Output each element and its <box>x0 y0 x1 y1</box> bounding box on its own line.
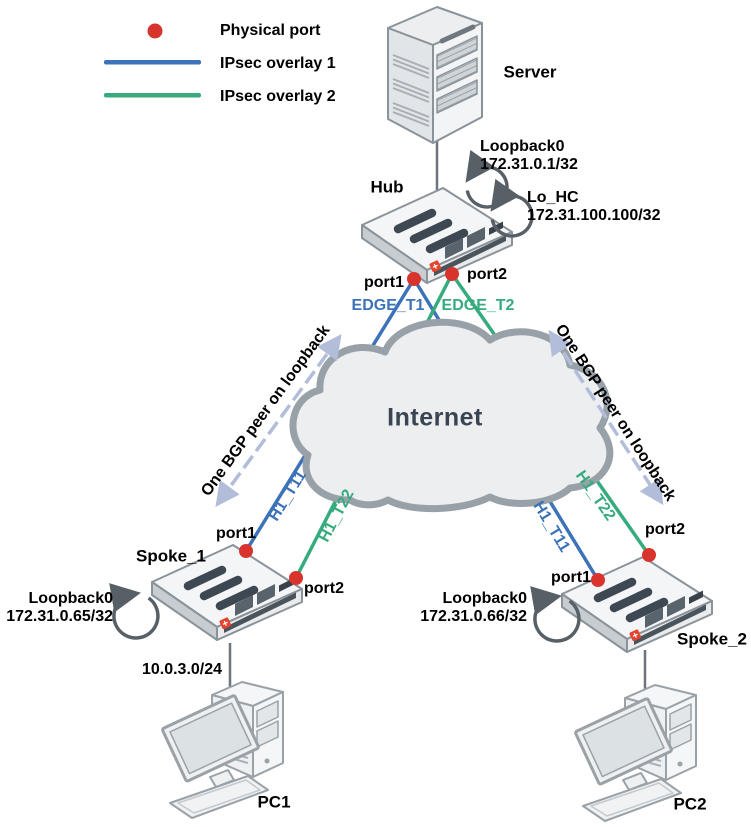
server-icon <box>388 7 482 143</box>
server-label: Server <box>503 62 557 82</box>
spoke2-loopback-arrow <box>530 586 581 643</box>
pc2-label: PC2 <box>673 794 707 814</box>
hub-lo-hc-arrow <box>490 178 534 238</box>
internet-label: Internet <box>387 403 483 432</box>
hub-lo-hc-name: Lo_HC <box>527 189 579 206</box>
spoke1-loopback-ip: 172.31.0.65/32 <box>6 608 113 625</box>
bgp-peering-arrow-right <box>548 329 664 506</box>
spoke2-port2-label: port2 <box>645 521 685 539</box>
physical-port-dots <box>239 267 656 587</box>
hub-lo-hc-ip: 172.31.100.100/32 <box>527 207 661 224</box>
ipsec-overlay-1-legend-line <box>104 60 201 65</box>
spoke1-port1-label: port1 <box>216 525 256 543</box>
legend-label-physical-port: Physical port <box>220 22 321 40</box>
hub-port1-dot <box>407 272 421 286</box>
legend-label-ipsec-overlay-1: IPsec overlay 1 <box>220 55 336 73</box>
hub-loopback0-name: Loopback0 <box>480 138 565 155</box>
spoke2-label: Spoke_2 <box>677 629 747 649</box>
hub-loopback0-annotation: Loopback0 172.31.0.1/32 <box>480 138 578 174</box>
spoke1-port2-label: port2 <box>304 580 344 598</box>
hub-label: Hub <box>370 177 404 197</box>
spoke2-loopback-ip: 172.31.0.66/32 <box>420 608 527 625</box>
legend-symbols <box>104 23 201 98</box>
hub-lo-hc-annotation: Lo_HC 172.31.100.100/32 <box>527 189 660 225</box>
ipsec-overlay-2-legend-line <box>104 93 201 98</box>
spoke1-loopback-arrow <box>109 583 160 640</box>
bgp-peering-arrow-left <box>215 334 342 507</box>
pc1-label: PC1 <box>257 792 291 812</box>
spoke1-port1-dot <box>239 544 253 558</box>
spoke1-lan-subnet-label: 10.0.3.0/24 <box>141 661 223 679</box>
tunnel-label-edge-t1: EDGE_T1 <box>351 297 425 315</box>
spoke2-port1-dot <box>591 573 605 587</box>
spoke1-loopback-name: Loopback0 <box>28 590 113 607</box>
hub-port2-dot <box>445 267 459 281</box>
physical-port-legend-dot <box>147 23 163 39</box>
spoke2-loopback-annotation: Loopback0 172.31.0.66/32 <box>414 590 527 626</box>
hub-port1-label: port1 <box>364 274 404 292</box>
hub-loopback0-ip: 172.31.0.1/32 <box>480 156 578 173</box>
spoke2-port1-label: port1 <box>551 569 591 587</box>
spoke2-loopback-name: Loopback0 <box>442 590 527 607</box>
spoke1-port2-dot <box>289 571 303 585</box>
spoke2-port2-dot <box>642 548 656 562</box>
loopback-arrows <box>109 149 581 643</box>
tunnel-label-edge-t2: EDGE_T2 <box>441 297 515 315</box>
spoke1-label: Spoke_1 <box>136 546 206 566</box>
spoke1-loopback-annotation: Loopback0 172.31.0.65/32 <box>0 590 113 626</box>
hub-port2-label: port2 <box>467 266 507 284</box>
legend-label-ipsec-overlay-2: IPsec overlay 2 <box>220 88 336 106</box>
